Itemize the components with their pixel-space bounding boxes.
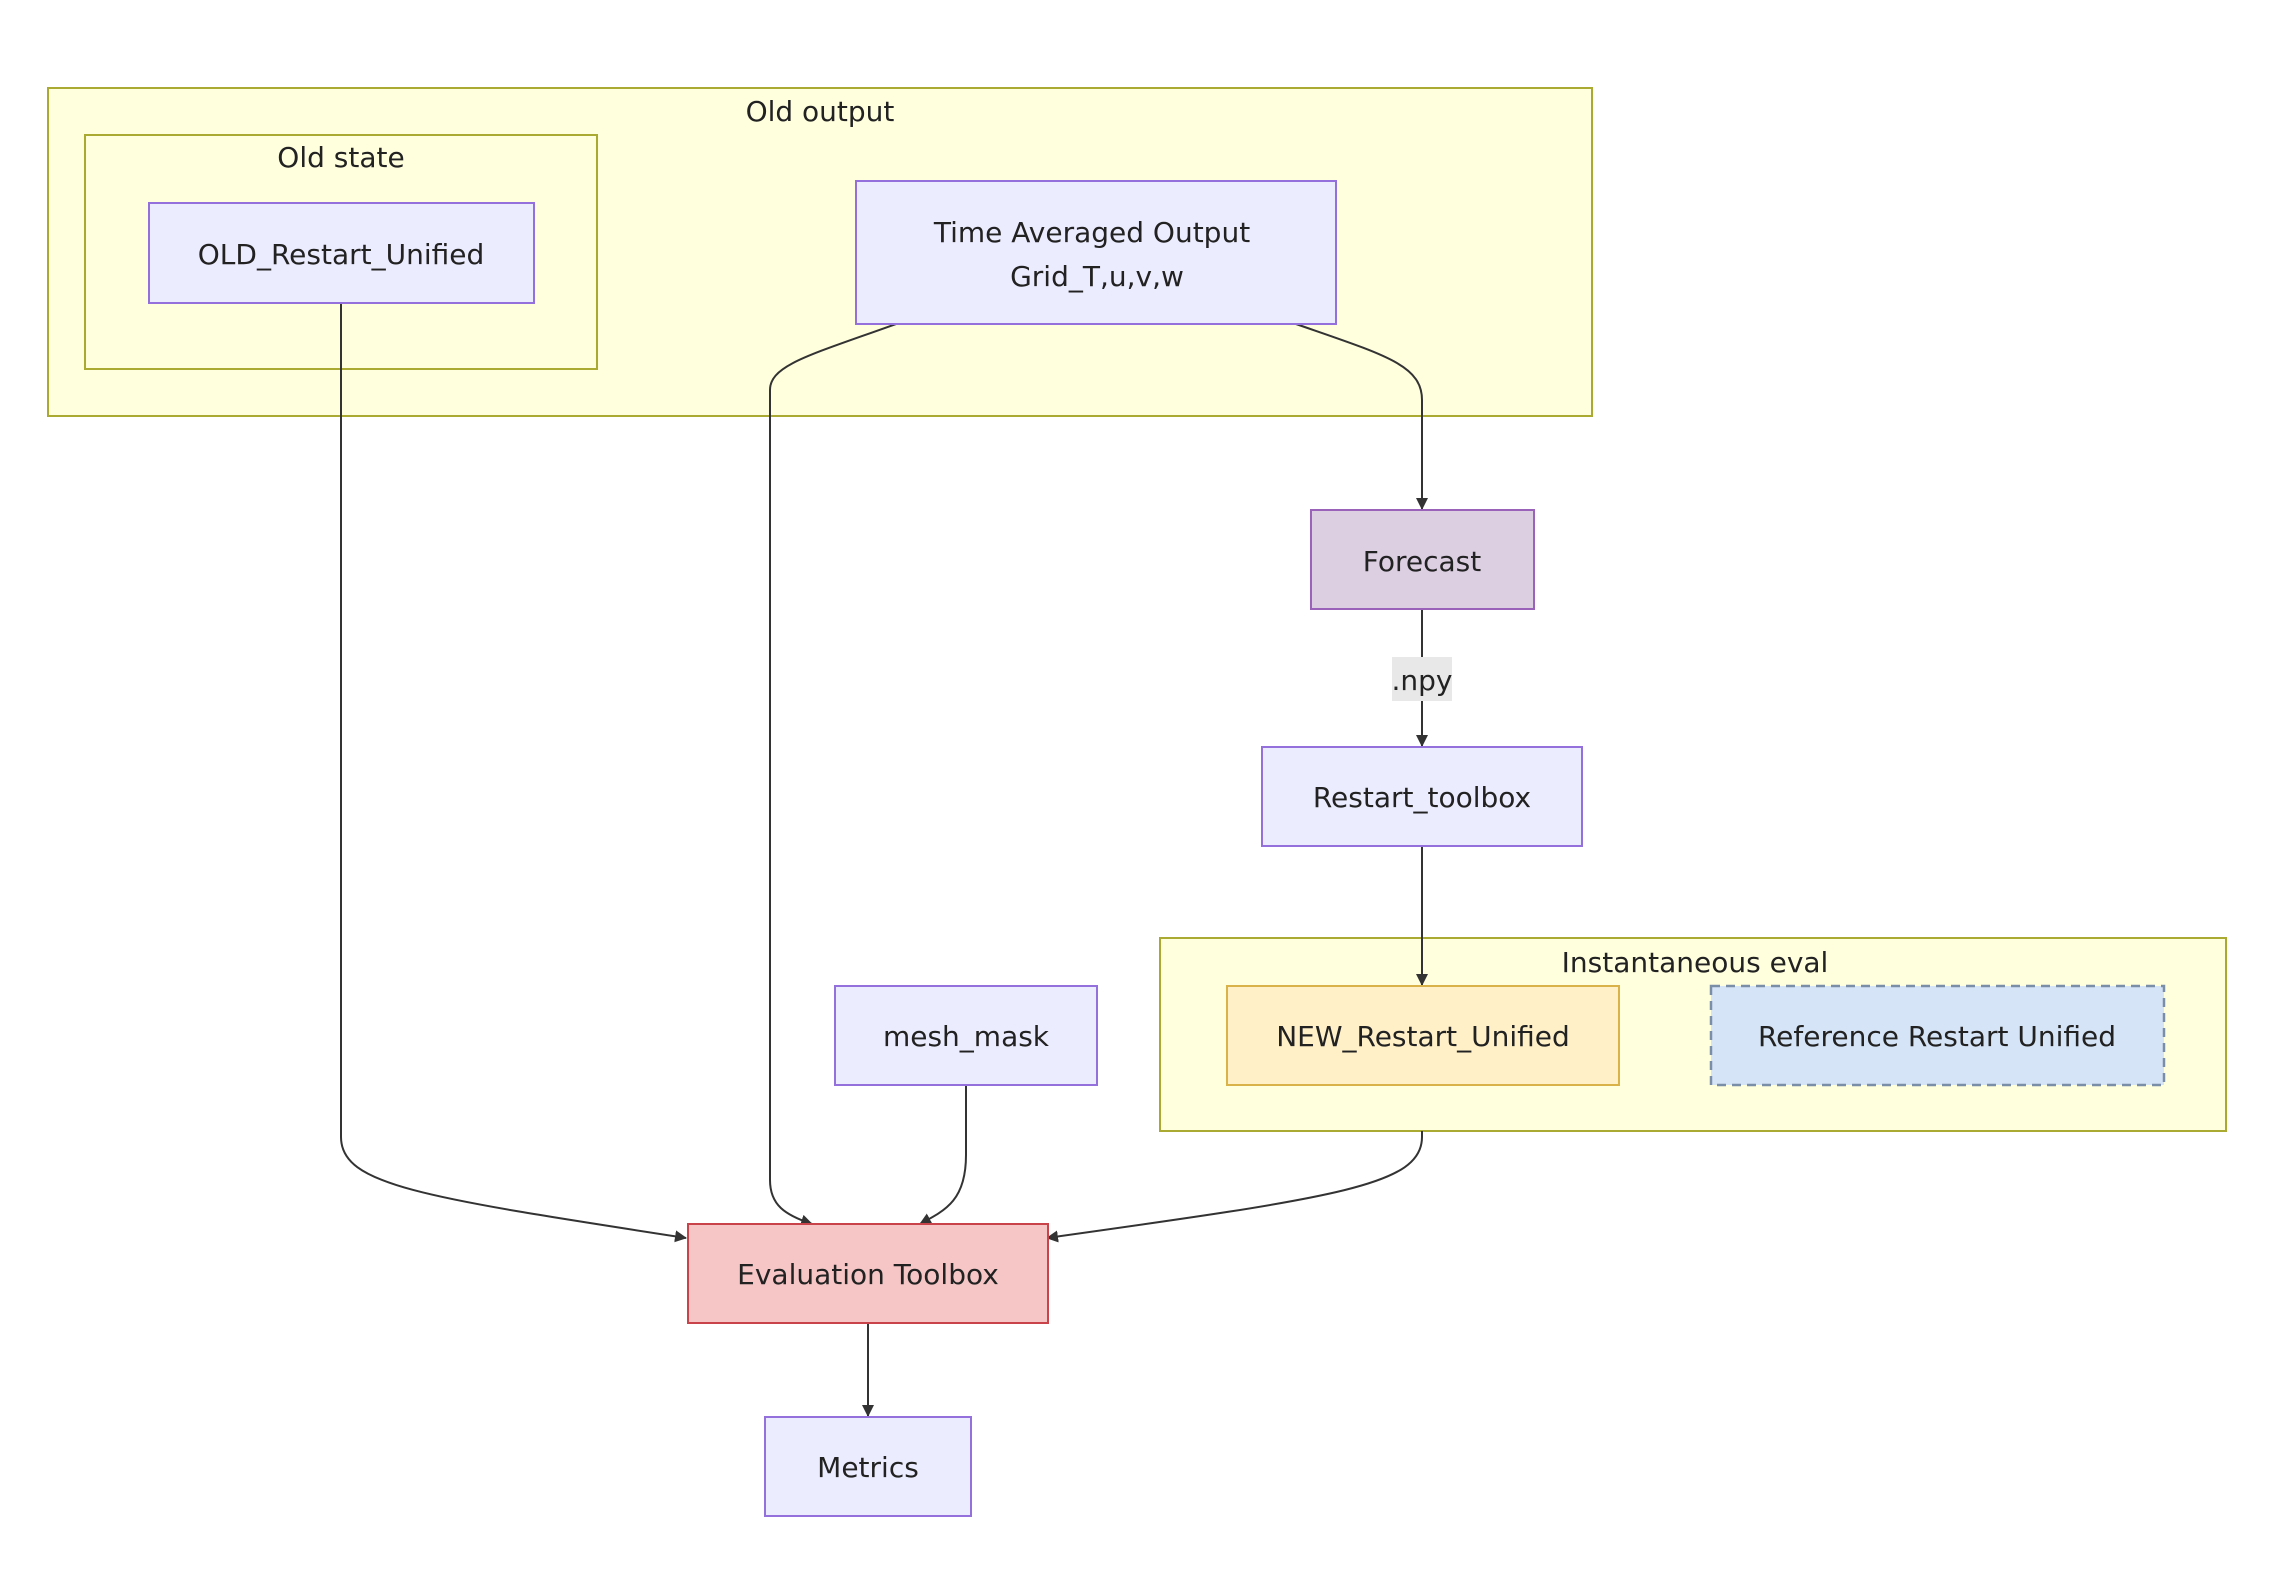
edge-mesh-mask-to-evaluation bbox=[919, 1085, 967, 1225]
node-time-averaged-output-sublabel: Grid_T,u,v,w bbox=[1010, 260, 1184, 293]
node-evaluation-toolbox-label: Evaluation Toolbox bbox=[737, 1258, 999, 1291]
node-time-averaged-output-label: Time Averaged Output bbox=[933, 216, 1250, 249]
node-new-restart-unified[interactable]: NEW_Restart_Unified bbox=[1226, 985, 1620, 1086]
cluster-old-state-label: Old state bbox=[277, 141, 404, 174]
cluster-instantaneous-eval-label: Instantaneous eval bbox=[1562, 946, 1829, 979]
node-metrics-label: Metrics bbox=[817, 1451, 919, 1484]
node-reference-restart-unified-label: Reference Restart Unified bbox=[1758, 1020, 2116, 1053]
edge-old-restart-to-evaluation bbox=[340, 303, 687, 1243]
edge-instantaneous-eval-to-evaluation bbox=[1046, 1131, 1423, 1243]
node-evaluation-toolbox[interactable]: Evaluation Toolbox bbox=[687, 1223, 1049, 1324]
edge-time-avg-to-evaluation bbox=[769, 323, 897, 1227]
node-restart-toolbox-label: Restart_toolbox bbox=[1313, 781, 1531, 814]
node-old-restart-unified-label: OLD_Restart_Unified bbox=[198, 238, 485, 271]
node-forecast[interactable]: Forecast bbox=[1310, 509, 1535, 610]
edge-label-npy: .npy bbox=[1392, 657, 1453, 701]
node-mesh-mask-label: mesh_mask bbox=[883, 1020, 1050, 1053]
node-time-averaged-output[interactable]: Time Averaged Output Grid_T,u,v,w bbox=[855, 180, 1337, 325]
edges bbox=[340, 303, 1428, 1417]
node-new-restart-unified-label: NEW_Restart_Unified bbox=[1276, 1020, 1570, 1053]
node-metrics[interactable]: Metrics bbox=[764, 1416, 972, 1517]
node-old-restart-unified[interactable]: OLD_Restart_Unified bbox=[148, 202, 535, 304]
node-mesh-mask[interactable]: mesh_mask bbox=[834, 985, 1098, 1086]
node-restart-toolbox[interactable]: Restart_toolbox bbox=[1261, 746, 1583, 847]
cluster-old-output-label: Old output bbox=[746, 95, 895, 128]
node-reference-restart-unified[interactable]: Reference Restart Unified bbox=[1709, 984, 2166, 1087]
edge-time-avg-to-forecast bbox=[1295, 323, 1428, 510]
edge-label-npy-text: .npy bbox=[1392, 664, 1453, 697]
node-forecast-label: Forecast bbox=[1363, 545, 1482, 578]
